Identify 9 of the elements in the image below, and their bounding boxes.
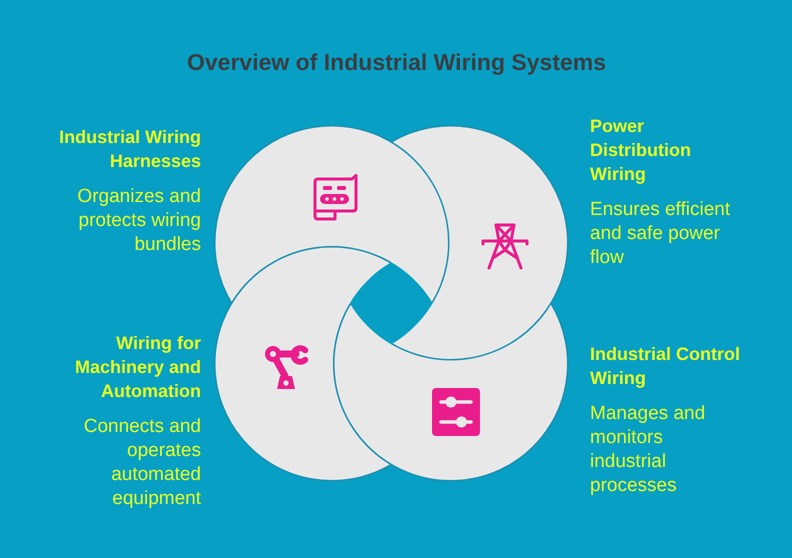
diagram-title: Overview of Industrial Wiring Systems [187, 48, 606, 76]
category-description: Manages and monitors industrial processes [590, 402, 706, 498]
category-description: Connects and operates automated equipment [82, 415, 201, 511]
category-description: Ensures efficient and safe power flow [590, 198, 732, 270]
category-heading: Industrial Wiring Harnesses [58, 126, 201, 173]
category-description: Organizes and protects wiring bundles [76, 185, 201, 257]
category-heading: Power Distribution Wiring [590, 115, 692, 186]
category-heading: Wiring for Machinery and Automation [74, 332, 201, 403]
category-heading: Industrial Control Wiring [590, 343, 741, 390]
